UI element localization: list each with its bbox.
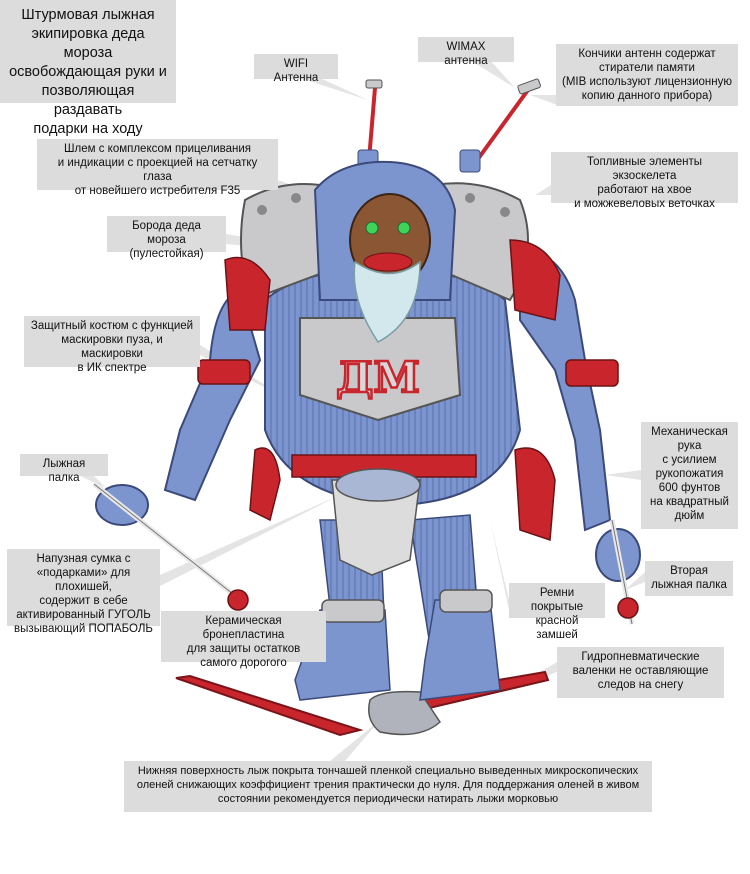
arms <box>95 239 641 582</box>
label-line: вызывающий ПОПАБОЛЬ <box>14 623 153 635</box>
label-line: экипировка деда мороза <box>31 26 145 61</box>
label-line: позволяющая раздавать <box>41 83 135 118</box>
label-line: красной замшей <box>535 615 579 641</box>
label-line: копию данного прибора) <box>581 90 713 102</box>
label-line: лыжная палка <box>651 579 727 591</box>
label-line: Вторая <box>670 565 708 577</box>
label-line: работают на хвое <box>597 184 692 196</box>
title-label: Штурмовая лыжная экипировка деда мороза … <box>0 0 176 137</box>
label-line: Лыжная палка <box>42 458 86 484</box>
label-line: подарки на ходу <box>33 121 143 137</box>
ski-pole-label: Лыжная палка <box>20 454 108 484</box>
beard-label: Борода деда мороза (пулестойкая) <box>107 216 226 260</box>
label-line: и индикации с проекцией на сетчатку глаз… <box>57 157 258 183</box>
label-line: самого дорогого <box>200 657 287 669</box>
label-line: для защиты остатков <box>186 643 301 655</box>
label-line: и можжевеловых веточках <box>574 198 715 210</box>
label-line: Кончики антенн содержат <box>578 48 716 60</box>
ceramic-plate-label: Керамическая бронепластина для защиты ос… <box>161 611 326 669</box>
label-line: Штурмовая лыжная <box>21 7 155 23</box>
head <box>313 160 457 343</box>
label-line: Ремни покрытые <box>530 587 584 613</box>
label-line: следов на снегу <box>597 679 684 691</box>
fuel-cells-label: Топливные элементы экзоскелета работают … <box>551 152 738 210</box>
label-line: рука <box>677 440 702 452</box>
label-line: маскировки пуза, и маскировки <box>61 334 163 360</box>
label-line: Нижняя поверхность лыж покрыта тончашей … <box>137 765 639 777</box>
straps-label: Ремни покрытые красной замшей <box>509 583 605 641</box>
chest-letters: ДМ <box>336 353 420 402</box>
label-line: освобождающая руки и <box>9 64 167 80</box>
label-line: (MIB используют лицензионную <box>562 76 732 88</box>
boots-label: Гидропневматические валенки не оставляющ… <box>557 647 724 698</box>
label-line: «подарками» для плохишей, <box>36 567 131 593</box>
label-line: содержит в себе <box>39 595 128 607</box>
label-line: с усилием <box>662 454 717 466</box>
antenna-tips-label: Кончики антенн содержат стиратели памяти… <box>556 44 738 106</box>
label-line: рукопожатия <box>655 468 724 480</box>
label-line: активированный ГУГОЛЬ <box>16 609 151 621</box>
wifi-antenna-label: WIFI Антенна <box>254 54 338 84</box>
label-line: Гидропневматические <box>581 651 700 663</box>
label-line: Механическая <box>651 426 728 438</box>
second-ski-pole-label: Вторая лыжная палка <box>645 561 733 596</box>
wimax-antenna-label: WIMAX антенна <box>418 37 514 67</box>
ski-poles <box>92 482 639 625</box>
skis-label: Нижняя поверхность лыж покрыта тончашей … <box>124 761 652 812</box>
label-line: от новейшего истребителя F35 <box>74 185 241 197</box>
label-line: стиратели памяти <box>599 62 695 74</box>
helmet-label: Шлем с комплексом прицеливания и индикац… <box>37 139 278 197</box>
label-line: (пулестойкая) <box>129 248 204 260</box>
label-line: Шлем с комплексом прицеливания <box>63 143 252 155</box>
label-line: WIMAX антенна <box>444 41 488 67</box>
suit-label: Защитный костюм с функцией маскировки пу… <box>24 316 200 374</box>
label-line: дюйм <box>674 510 705 522</box>
label-line: Керамическая бронепластина <box>202 615 285 641</box>
label-line: Топливные элементы экзоскелета <box>586 156 703 182</box>
label-line: в ИК спектре <box>77 362 147 374</box>
label-line: WIFI Антенна <box>273 58 319 84</box>
belly-bag-label: Напузная сумка с «подарками» для плохише… <box>7 549 160 635</box>
label-line: Защитный костюм с функцией <box>30 320 194 332</box>
mechanical-arm-label: Механическая рука с усилием рукопожатия … <box>641 422 738 529</box>
label-line: 600 фунтов <box>658 482 721 494</box>
label-line: состоянии рекомендуется периодически нат… <box>217 793 559 805</box>
label-line: на квадратный <box>650 496 729 508</box>
label-line: валенки не оставляющие <box>572 665 709 677</box>
label-line: Борода деда мороза <box>132 220 201 246</box>
label-line: Напузная сумка с <box>36 553 131 565</box>
legs <box>294 514 501 701</box>
label-line: оленей снижающих коэффициент трения прак… <box>136 779 640 791</box>
antennas <box>357 78 541 173</box>
chest-plate: ДМ <box>299 317 462 422</box>
